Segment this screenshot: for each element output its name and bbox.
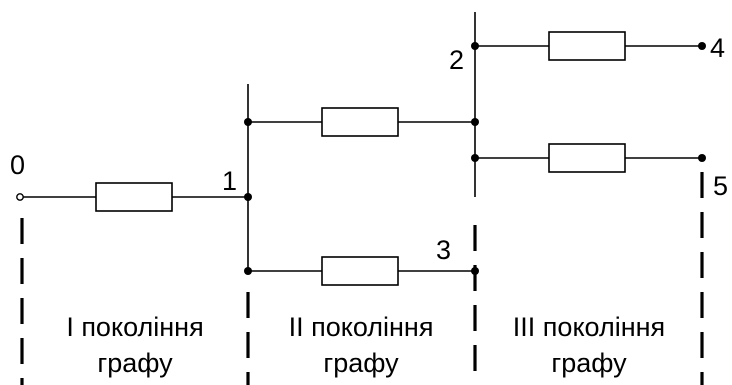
generation-1-title: I покоління [66,312,203,342]
node-4-dot [698,42,706,50]
node-1-dot [244,193,252,201]
node-label-5: 5 [713,171,728,201]
node-0-terminal [16,193,24,201]
generation-dividers [20,172,704,385]
junction-1-2-dot [244,118,252,126]
junction-1-3-dot [244,267,252,275]
resistor-1-2 [321,107,399,137]
resistor-0-1 [95,182,173,212]
node-label-3: 3 [436,235,451,265]
resistor-2-5 [548,143,626,173]
generation-1-subtitle: графу [97,348,173,378]
junction-2-5-dot [471,154,479,162]
generation-2-subtitle: графу [323,348,399,378]
node-labels: 0 1 2 3 4 5 [10,33,728,265]
node-label-2: 2 [449,45,464,75]
generation-2-title: II покоління [289,312,434,342]
resistors [95,31,626,286]
generation-3-title: III покоління [513,312,665,342]
node-dots [16,42,706,275]
generation-3-subtitle: графу [551,348,627,378]
node-label-4: 4 [710,33,725,63]
node-5-dot [698,154,706,162]
node-label-0: 0 [10,150,25,180]
resistor-2-4 [548,31,626,61]
node-2-dot [471,118,479,126]
generation-labels: I покоління графу II покоління графу III… [66,312,665,378]
junction-2-4-dot [471,42,479,50]
node-label-1: 1 [222,166,237,196]
resistor-1-3 [321,256,399,286]
